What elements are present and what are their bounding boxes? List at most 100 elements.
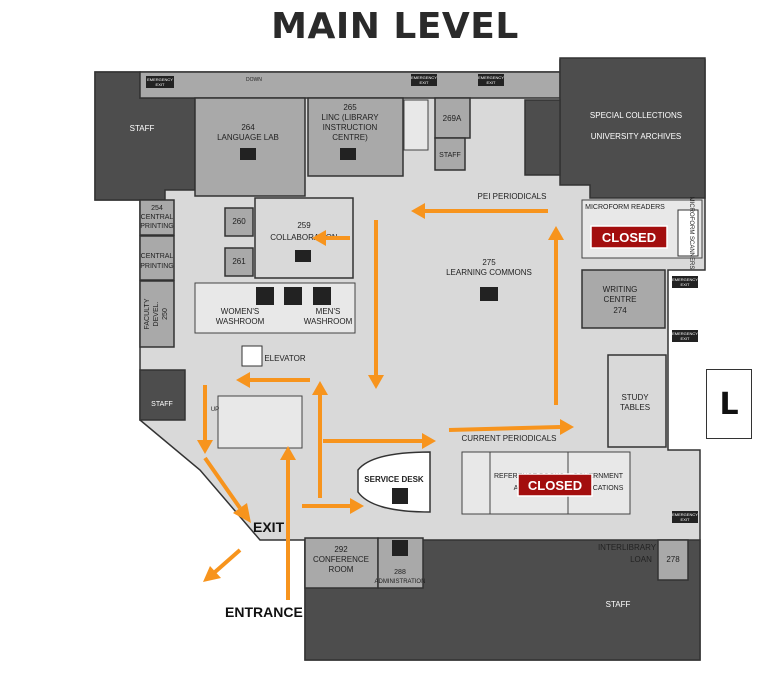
route-arrowhead	[312, 381, 328, 395]
faculty-number: 250	[162, 308, 169, 320]
interlibrary-label-1: INTERLIBRARY	[598, 543, 657, 552]
linc-label-1: LINC (LIBRARY	[321, 113, 379, 122]
route-arrowhead	[560, 419, 574, 435]
central-printing-number: 254	[151, 205, 163, 212]
emergency-exit-sign: EMERGENCY EXIT	[146, 76, 174, 88]
stairs-up-label: UP	[211, 407, 219, 413]
conference-label-1: CONFERENCE	[313, 555, 369, 564]
admin-label: ADMINISTRATION	[375, 579, 426, 585]
writing-centre-number: 274	[613, 306, 627, 315]
government-label-2: PUBLICATIONS	[573, 485, 624, 492]
linc-label-2: INSTRUCTION	[323, 123, 378, 132]
computer-icon	[480, 287, 498, 301]
emergency-exit-sign: EMERGENCY EXIT	[478, 74, 504, 86]
route-arrowhead	[203, 566, 221, 582]
linc-room[interactable]	[307, 97, 404, 177]
current-periodicals-label: CURRENT PERIODICALS	[462, 434, 557, 443]
central-stairs	[217, 395, 303, 449]
pei-periodicals-label: PEI PERIODICALS	[478, 192, 547, 201]
writing-centre-room[interactable]	[581, 269, 666, 329]
womens-label-1: WOMEN'S	[221, 307, 259, 316]
elevator-label: ELEVATOR	[264, 354, 306, 363]
computer-icon	[295, 250, 311, 262]
accessible-icon	[284, 287, 302, 305]
staff-left-label: STAFF	[130, 124, 155, 133]
special-collections-label: SPECIAL COLLECTIONS	[590, 111, 682, 120]
route-arrowhead	[350, 498, 364, 514]
help-icon	[392, 488, 408, 504]
route-arrowhead	[368, 375, 384, 389]
svg-text:EMERGENCY: EMERGENCY	[478, 75, 504, 80]
route-arrowhead	[548, 226, 564, 240]
stairwell	[403, 99, 429, 151]
language-lab-number: 264	[241, 123, 255, 132]
svg-text:EMERGENCY: EMERGENCY	[411, 75, 437, 80]
route-arrowhead	[233, 503, 251, 523]
reference-label-2: A	[514, 485, 519, 492]
linc-number: 265	[343, 103, 357, 112]
conference-room[interactable]	[304, 537, 379, 589]
language-lab-room[interactable]	[194, 97, 306, 197]
entrance-label: ENTRANCE	[225, 604, 303, 620]
route-arrow	[448, 425, 561, 432]
conference-number: 292	[334, 545, 348, 554]
route-arrowhead	[197, 440, 213, 454]
learning-commons-number: 275	[482, 258, 496, 267]
periodicals-shelf	[461, 451, 491, 515]
emergency-exit-sign: EMERGENCY EXIT	[672, 330, 698, 342]
government-publications-area	[567, 451, 631, 515]
down-label: DOWN	[246, 77, 262, 83]
central-printing2-label-1: CENTRAL	[141, 253, 174, 260]
womens-label-2: WASHROOM	[216, 317, 265, 326]
university-archives-label: UNIVERSITY ARCHIVES	[591, 132, 682, 141]
faculty-label-2: DEVEL.	[153, 301, 160, 326]
mens-label-1: MEN'S	[316, 307, 341, 316]
emergency-exit-sign: EMERGENCY EXIT	[672, 511, 698, 523]
route-arrows	[197, 203, 574, 600]
emergency-exit-sign: EMERGENCY EXIT	[411, 74, 437, 86]
linc-label-3: CENTRE)	[332, 133, 368, 142]
central-printing-254	[139, 199, 175, 236]
closed-label: CLOSED	[602, 230, 656, 245]
central-printing-room	[139, 235, 175, 281]
service-desk[interactable]	[357, 451, 431, 513]
closed-label: CLOSED	[528, 478, 582, 493]
study-tables-area	[607, 354, 667, 448]
svg-text:EXIT: EXIT	[156, 82, 165, 87]
microform-readers-label: MICROFORM READERS	[585, 204, 665, 211]
learning-commons-label: LEARNING COMMONS	[446, 268, 532, 277]
emergency-exit-sign: EMERGENCY EXIT	[672, 276, 698, 288]
svg-text:EXIT: EXIT	[681, 517, 690, 522]
special-collections-room[interactable]	[559, 57, 706, 199]
help-icon	[392, 540, 408, 556]
room-269a-label: 269A	[443, 114, 462, 123]
svg-text:EMERGENCY: EMERGENCY	[672, 331, 698, 336]
staff-small-room	[434, 137, 466, 171]
svg-text:EMERGENCY: EMERGENCY	[672, 277, 698, 282]
staff-bottom-label: STAFF	[606, 600, 631, 609]
route-arrowhead	[411, 203, 425, 219]
room-261	[224, 247, 254, 277]
conference-label-2: ROOM	[329, 565, 354, 574]
writing-centre-label: WRITING	[603, 285, 638, 294]
microform-scanners-box	[677, 209, 699, 257]
svg-text:EXIT: EXIT	[420, 80, 429, 85]
service-desk-label: SERVICE DESK	[364, 475, 424, 484]
room-278-label: 278	[666, 555, 680, 564]
closed-badge	[590, 225, 668, 249]
interlibrary-label-2: LOAN	[630, 555, 652, 564]
closed-badge	[517, 473, 593, 497]
collaboration-label: COLLABORATION	[270, 233, 338, 242]
room-278	[657, 539, 689, 581]
women-icon	[256, 287, 274, 305]
microform-scanners-label: MICROFORM SCANNERS	[688, 197, 694, 270]
study-tables-label-2: TABLES	[620, 403, 650, 412]
route-arrowhead	[312, 230, 326, 246]
writing-centre-label-2: CENTRE	[604, 295, 637, 304]
central-printing-label-2: PRINTING	[140, 223, 173, 230]
central-printing2-label-2: PRINTING	[140, 263, 173, 270]
route-arrowhead	[422, 433, 436, 449]
staff-left2-label: STAFF	[151, 401, 173, 408]
government-label-1: GOVERNMENT	[573, 473, 624, 480]
computer-icon	[240, 148, 256, 160]
